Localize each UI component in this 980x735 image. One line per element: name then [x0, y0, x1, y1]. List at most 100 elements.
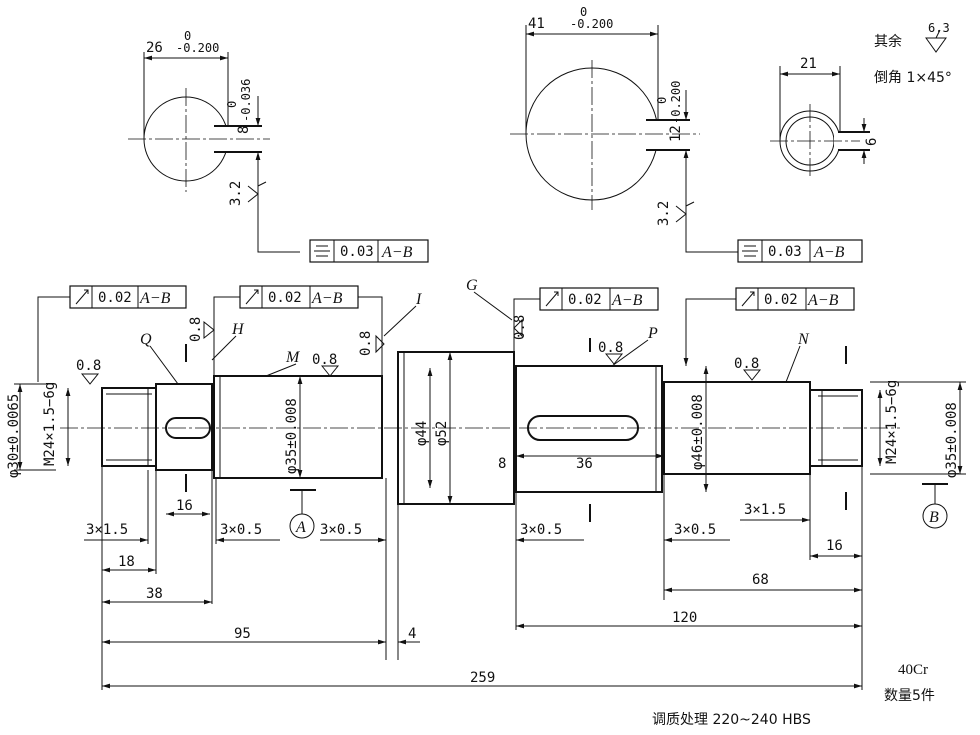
runout-icon — [245, 289, 259, 305]
dia-left-end: φ30±0.0065 — [6, 394, 22, 478]
len-groove-4: 3×0.5 — [520, 522, 562, 538]
mid-width-dim: 41 — [528, 16, 545, 32]
len-8: 8 — [498, 456, 506, 472]
surface-H: H — [231, 321, 245, 338]
dia-bearing-A: φ35±0.008 — [284, 398, 300, 474]
dia-bearing-B: φ35±0.008 — [944, 402, 960, 478]
fcf-sym-left-tol: 0.03 — [340, 244, 374, 260]
len-38: 38 — [146, 586, 163, 602]
right-depth-dim: 6 — [864, 138, 880, 146]
surface-Q: Q — [140, 331, 152, 348]
datum-A-label: A — [295, 519, 306, 536]
symmetry-icon — [742, 245, 758, 257]
length-dims: 16 3×1.5 3×0.5 3×0.5 3×0.5 3×0.5 3×1.5 1… — [84, 453, 863, 690]
len-groove-3: 3×0.5 — [320, 522, 362, 538]
roughness-marks: 0.8 0.8 0.8 0.8 0.8 0.8 0.8 — [76, 315, 762, 385]
section-right: 21 6 — [770, 56, 880, 178]
mid-width-tol-upper: 0 — [580, 5, 587, 19]
left-roughness: 3.2 — [228, 181, 244, 206]
shaft-outline — [60, 351, 900, 505]
symmetry-icon — [314, 245, 330, 257]
fcf-run-2: 0.02 A−B — [213, 285, 383, 376]
len-259: 259 — [470, 670, 495, 686]
fcf-run-2-tol: 0.02 — [268, 290, 302, 306]
fcf-sym-mid-datum: A−B — [813, 244, 845, 261]
len-68: 68 — [752, 572, 769, 588]
surface-N: N — [797, 331, 810, 348]
quantity: 数量5件 — [884, 688, 935, 704]
fcf-sym-mid: 0.03 A−B — [737, 239, 863, 263]
heat-treatment: 调质处理 220~240 HBS — [652, 712, 811, 728]
rough-1: 0.8 — [76, 358, 101, 374]
left-width-tol-upper: 0 — [184, 29, 191, 43]
rough-3: 0.8 — [188, 317, 204, 342]
other-surfaces-label: 其余 — [874, 33, 902, 50]
left-depth-tol-upper: 0 — [225, 101, 239, 108]
mid-roughness: 3.2 — [656, 201, 672, 226]
section-cut-marks — [185, 338, 847, 522]
mid-width-tol-lower: -0.200 — [570, 17, 613, 31]
len-groove-2: 3×0.5 — [220, 522, 262, 538]
fcf-run-1-tol: 0.02 — [98, 290, 132, 306]
left-width-dim: 26 — [146, 40, 163, 56]
mid-depth-dim: 12 — [668, 125, 684, 142]
len-18: 18 — [118, 554, 135, 570]
rough-4: 0.8 — [358, 331, 374, 356]
len-16r: 16 — [826, 538, 843, 554]
rough-5: 0.8 — [512, 315, 528, 340]
rough-2: 0.8 — [312, 352, 337, 368]
material: 40Cr — [898, 662, 928, 678]
dia-right-thread: M24×1.5−6g — [884, 380, 900, 464]
diameter-dims: φ30±0.0065 M24×1.5−6g φ35±0.008 φ44 φ52 … — [6, 352, 966, 504]
fcf-run-4: 0.02 A−B — [683, 287, 855, 366]
fcf-sym-left: 0.03 A−B — [309, 239, 429, 263]
mid-depth-tol-upper: 0 — [655, 97, 669, 104]
section-left: 26 0 -0.200 8 0 -0.036 3.2 — [128, 29, 300, 253]
runout-icon — [75, 289, 89, 305]
left-width-tol-lower: -0.200 — [176, 41, 219, 55]
dia-left-thread: M24×1.5−6g — [42, 382, 58, 466]
len-keyway-left: 16 — [176, 498, 193, 514]
notes-top: 其余 6.3 倒角 1×45° — [874, 21, 952, 86]
datum-B: B — [922, 483, 948, 529]
section-middle: 41 0 -0.200 12 0 -0.200 3.2 — [510, 5, 740, 253]
fcf-run-4-tol: 0.02 — [764, 292, 798, 308]
len-groove-6: 3×1.5 — [744, 502, 786, 518]
fcf-run-1: 0.02 A−B — [37, 285, 187, 382]
chamfer-note: 倒角 1×45° — [874, 70, 952, 86]
dia-collar-inner: φ44 — [414, 421, 430, 446]
roughness-icon — [925, 29, 947, 53]
fcf-run-1-datum: A−B — [139, 290, 171, 307]
len-groove-5: 3×0.5 — [674, 522, 716, 538]
fcf-run-3-tol: 0.02 — [568, 292, 602, 308]
len-95: 95 — [234, 626, 251, 642]
fcf-run-3-datum: A−B — [611, 292, 643, 309]
rough-7: 0.8 — [734, 356, 759, 372]
notes-bottom: 40Cr 数量5件 调质处理 220~240 HBS — [652, 662, 935, 728]
dia-gear-seat: φ46±0.008 — [690, 394, 706, 470]
rough-6: 0.8 — [598, 340, 623, 356]
left-depth-dim: 8 — [236, 126, 252, 134]
surface-G: G — [466, 277, 478, 294]
dia-collar-outer: φ52 — [434, 421, 450, 446]
len-4: 4 — [408, 626, 416, 642]
runout-icon — [545, 291, 559, 307]
runout-icon — [741, 291, 755, 307]
datum-B-label: B — [929, 509, 939, 526]
datum-A: A — [289, 489, 316, 539]
surface-I: I — [415, 291, 422, 308]
surface-M: M — [285, 349, 301, 366]
left-depth-tol-lower: -0.036 — [239, 79, 253, 122]
right-width-dim: 21 — [800, 56, 817, 72]
fcf-run-3: 0.02 A−B — [513, 287, 659, 368]
len-120: 120 — [672, 610, 697, 626]
fcf-sym-left-datum: A−B — [381, 244, 413, 261]
fcf-run-4-datum: A−B — [807, 292, 839, 309]
len-36: 36 — [576, 456, 593, 472]
other-roughness: 6.3 — [928, 21, 950, 35]
fcf-run-2-datum: A−B — [311, 290, 343, 307]
mid-depth-tol-lower: -0.200 — [669, 81, 683, 124]
fcf-sym-mid-tol: 0.03 — [768, 244, 802, 260]
surface-P: P — [647, 325, 658, 342]
